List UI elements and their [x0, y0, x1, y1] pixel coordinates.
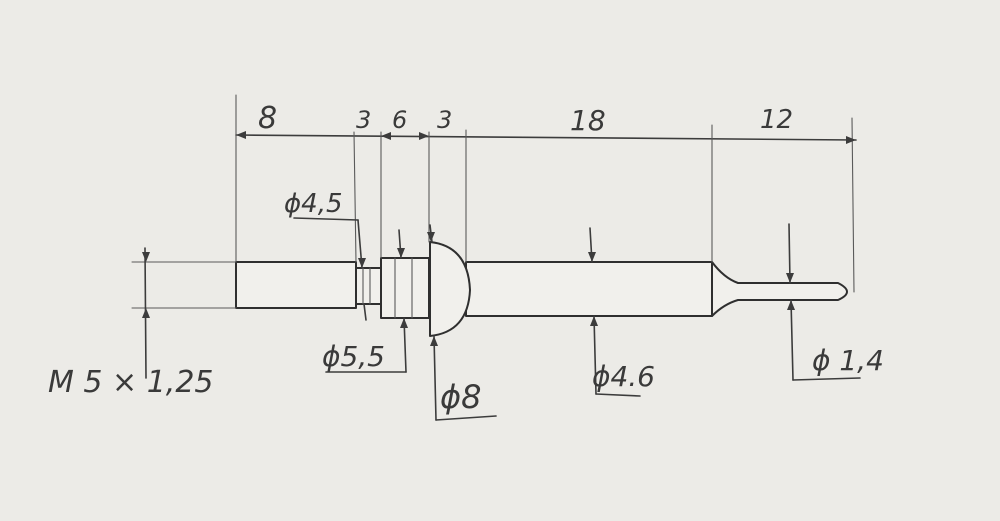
tip-section	[711, 261, 848, 317]
flange-dome	[429, 241, 471, 337]
groove-section	[355, 267, 382, 305]
dim-tip-length: 12	[760, 105, 793, 135]
shaft-diameter-label: ϕ4.6	[592, 360, 655, 393]
thread-section	[235, 261, 357, 309]
dim-collar-length: 6	[392, 106, 407, 134]
collar-section	[380, 257, 430, 319]
tip-diameter-label: ϕ 1,4	[812, 344, 884, 377]
flange-diameter-label: ϕ8	[440, 378, 481, 416]
groove-diameter-label: ϕ4,5	[284, 189, 343, 219]
dim-groove-length: 3	[356, 106, 371, 134]
dim-flange-length: 3	[437, 106, 452, 134]
shaft-section	[465, 261, 713, 317]
collar-diameter-label: ϕ5,5	[322, 340, 385, 373]
thread-dimension	[131, 247, 237, 379]
tip-diameter-dimension	[786, 223, 861, 381]
flange-diameter-dimension	[427, 224, 497, 421]
thread-label: M 5 × 1,25	[48, 365, 214, 400]
shaft-diameter-dimension	[588, 227, 641, 397]
part-outline	[235, 241, 848, 337]
dim-thread-length: 8	[258, 101, 277, 136]
dim-shaft-length: 18	[570, 104, 606, 137]
length-dimensions	[235, 94, 857, 293]
collar-diameter-dimension	[325, 229, 408, 373]
groove-diameter-dimension	[293, 217, 367, 321]
